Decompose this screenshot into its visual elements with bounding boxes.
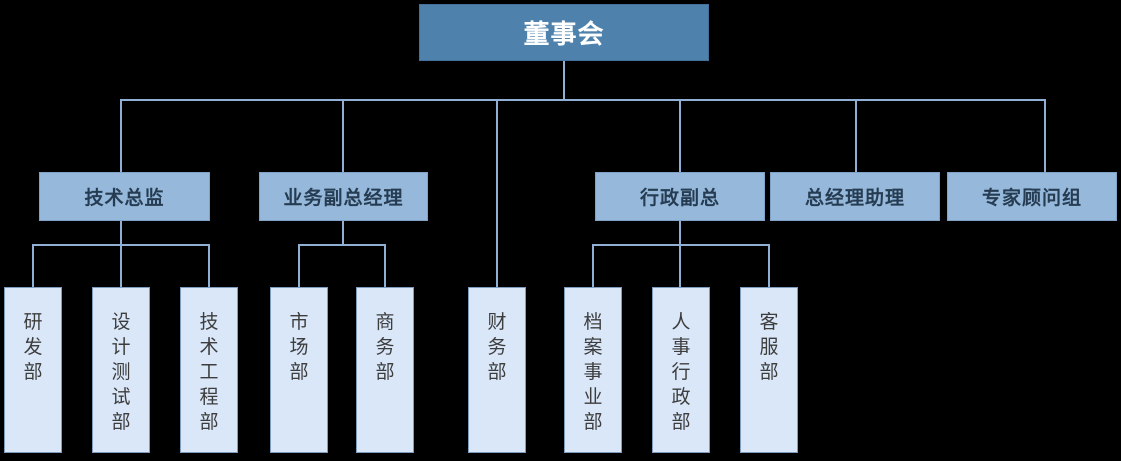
org-node-label: 人事行政部 bbox=[671, 312, 691, 433]
connector-line bbox=[298, 244, 386, 246]
org-node-tech-engineering-dept[interactable]: 技术工程部 bbox=[180, 287, 238, 453]
org-node-label: 市场部 bbox=[289, 312, 309, 383]
connector-line bbox=[855, 99, 857, 172]
connector-line bbox=[208, 244, 210, 287]
org-node-label: 技术总监 bbox=[84, 188, 165, 209]
connector-line bbox=[32, 244, 34, 287]
org-node-archives-dept[interactable]: 档案事业部 bbox=[564, 287, 622, 453]
org-node-label: 商务部 bbox=[375, 312, 395, 383]
connector-line bbox=[120, 221, 122, 287]
connector-line bbox=[1044, 99, 1046, 172]
org-node-admin-deputy[interactable]: 行政副总 bbox=[595, 172, 765, 221]
connector-line bbox=[120, 99, 122, 172]
org-node-gm-assistant[interactable]: 总经理助理 bbox=[770, 172, 940, 221]
connector-line bbox=[679, 221, 681, 287]
org-node-label: 技术工程部 bbox=[199, 312, 219, 433]
connector-line bbox=[342, 221, 344, 245]
org-node-label: 总经理助理 bbox=[804, 188, 905, 209]
org-node-label: 财务部 bbox=[487, 312, 507, 383]
connector-line bbox=[298, 244, 300, 287]
org-node-business-deputy-gm[interactable]: 业务副总经理 bbox=[259, 172, 428, 221]
org-node-label: 档案事业部 bbox=[583, 312, 603, 433]
org-node-customer-service-dept[interactable]: 客服部 bbox=[740, 287, 798, 453]
org-node-marketing-dept[interactable]: 市场部 bbox=[270, 287, 328, 453]
connector-line bbox=[342, 99, 344, 172]
org-node-commerce-dept[interactable]: 商务部 bbox=[356, 287, 414, 453]
org-node-rd-dept[interactable]: 研发部 bbox=[4, 287, 62, 453]
org-node-expert-advisors[interactable]: 专家顾问组 bbox=[947, 172, 1117, 221]
org-node-label: 行政副总 bbox=[639, 188, 720, 209]
org-node-label: 业务副总经理 bbox=[283, 188, 404, 209]
connector-line bbox=[592, 244, 594, 287]
org-node-tech-director[interactable]: 技术总监 bbox=[39, 172, 210, 221]
connector-line bbox=[120, 99, 1046, 101]
org-node-finance-dept[interactable]: 财务部 bbox=[468, 287, 526, 453]
org-node-label: 客服部 bbox=[759, 312, 779, 383]
connector-line bbox=[32, 244, 210, 246]
connector-line bbox=[679, 99, 681, 172]
connector-line bbox=[384, 244, 386, 287]
org-node-label: 研发部 bbox=[23, 312, 43, 383]
org-node-hr-admin-dept[interactable]: 人事行政部 bbox=[652, 287, 710, 453]
org-node-design-test-dept[interactable]: 设计测试部 bbox=[92, 287, 150, 453]
org-node-label: 设计测试部 bbox=[111, 312, 131, 433]
connector-line bbox=[592, 244, 770, 246]
connector-line bbox=[768, 244, 770, 287]
org-node-label: 专家顾问组 bbox=[981, 188, 1082, 209]
connector-line bbox=[496, 99, 498, 287]
org-node-label: 董事会 bbox=[523, 19, 605, 49]
connector-line bbox=[563, 61, 565, 100]
org-node-board[interactable]: 董事会 bbox=[419, 4, 709, 61]
